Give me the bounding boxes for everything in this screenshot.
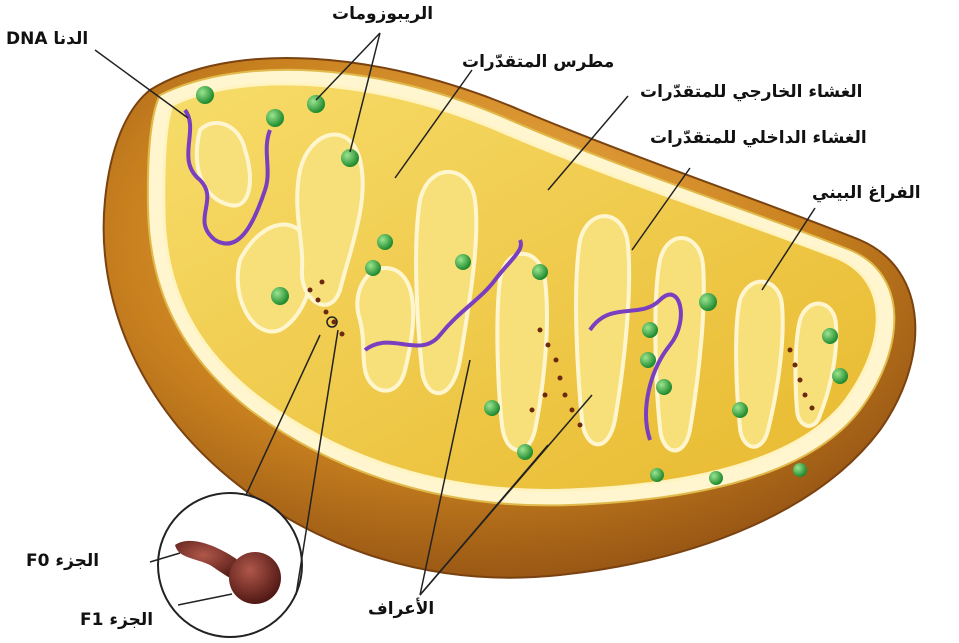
label-intermembrane-space: الفراغ البيني (812, 185, 921, 202)
label-inner-membrane: الغشاء الداخلي للمتقدّرات (650, 130, 867, 147)
label-matrix: مطرس المتقدّرات (462, 54, 614, 71)
label-f1: الجزء F1 (80, 612, 153, 629)
label-outer-membrane: الغشاء الخارجي للمتقدّرات (640, 84, 863, 101)
label-cristae: الأعراف (368, 601, 434, 618)
label-dna: الدنا DNA (6, 31, 88, 48)
label-f0: الجزء F0 (26, 553, 99, 570)
label-ribosomes: الريبوزومات (332, 6, 433, 23)
